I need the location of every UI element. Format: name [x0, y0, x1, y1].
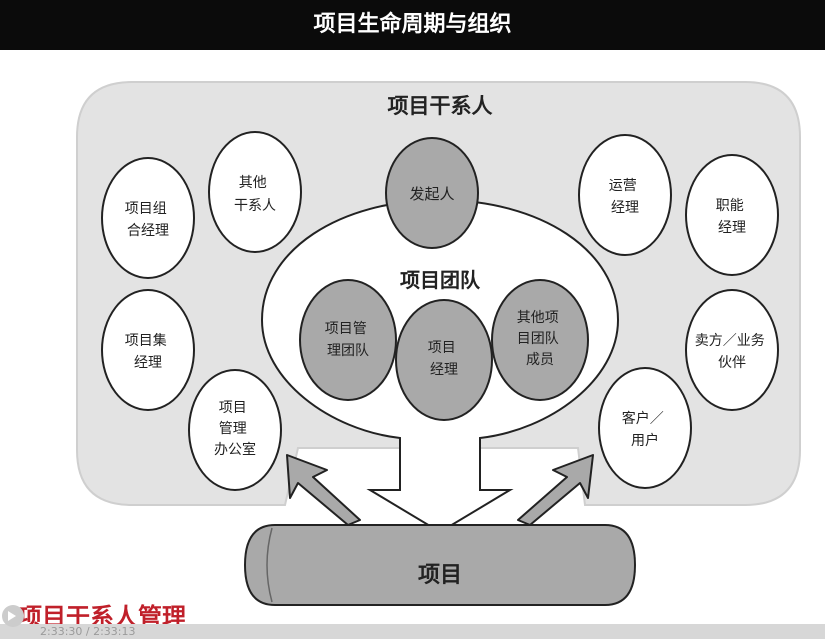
other-members-circle	[491, 279, 589, 401]
play-icon[interactable]	[8, 611, 16, 621]
customers-users-label: 客户／ 用户	[622, 410, 668, 449]
project-label: 项目	[418, 563, 462, 588]
other-stakeholders-circle	[208, 131, 302, 253]
sponsor-circle	[385, 137, 479, 249]
portfolio-manager-line2: 合经理	[127, 223, 169, 239]
left-upward-arrow	[286, 454, 361, 526]
functional-manager-line1: 职能	[716, 198, 744, 214]
operations-manager-line2: 经理	[611, 200, 639, 216]
right-upward-arrow	[517, 454, 594, 526]
project-cylinder-top	[266, 527, 273, 603]
project-manager-label: 项目 经理	[428, 340, 460, 378]
functional-manager-line2: 经理	[718, 220, 746, 236]
program-manager-line1: 项目集	[125, 332, 167, 349]
program-manager-circle	[101, 289, 195, 411]
pm-team-line2: 理团队	[327, 343, 369, 359]
pm-team-circle	[299, 279, 397, 401]
portfolio-manager-line1: 项目组	[125, 201, 167, 217]
portfolio-manager-label: 项目组 合经理	[125, 201, 171, 239]
functional-manager-circle	[685, 154, 779, 276]
other-stakeholders-line2: 干系人	[234, 198, 276, 214]
other-members-label: 其他项 目团队 成员	[517, 310, 563, 368]
project-manager-line1: 项目	[428, 340, 456, 356]
other-members-line3: 成员	[526, 352, 554, 368]
pmo-line3: 办公室	[214, 441, 256, 458]
sellers-partners-line2: 伙伴	[718, 355, 746, 371]
pm-team-line1: 项目管	[325, 321, 367, 337]
pm-team-label: 项目管 理团队	[325, 321, 371, 359]
pmo-label: 项目 管理 办公室	[214, 400, 256, 458]
program-manager-label: 项目集 经理	[125, 332, 171, 371]
page-title: 项目生命周期与组织	[0, 0, 825, 50]
operations-manager-circle	[578, 134, 672, 256]
sellers-partners-circle	[685, 289, 779, 411]
pmo-line2: 管理	[219, 421, 247, 437]
project-cylinder	[243, 524, 637, 606]
team-label: 项目团队	[400, 268, 481, 292]
functional-manager-label: 职能 经理	[716, 198, 748, 236]
time-readout: 2:33:30 / 2:33:13	[40, 625, 136, 638]
sellers-partners-label: 卖方／业务 伙伴	[695, 333, 769, 371]
other-members-line2: 目团队	[517, 331, 559, 347]
stakeholders-label: 项目干系人	[388, 94, 493, 118]
operations-manager-line1: 运营	[609, 178, 637, 194]
project-manager-circle	[395, 299, 493, 421]
other-members-line1: 其他项	[517, 310, 559, 326]
sellers-partners-line1: 卖方／业务	[695, 333, 765, 349]
program-manager-line2: 经理	[134, 355, 162, 371]
operations-manager-label: 运营 经理	[609, 178, 641, 216]
other-stakeholders-label: 其他 干系人	[234, 175, 276, 214]
other-stakeholders-line1: 其他	[239, 175, 267, 191]
customers-users-circle	[598, 367, 692, 489]
portfolio-manager-circle	[101, 157, 195, 279]
video-progress-bar[interactable]: 2:33:30 / 2:33:13	[0, 624, 825, 639]
project-manager-line2: 经理	[430, 362, 458, 378]
sponsor-label: 发起人	[409, 185, 454, 203]
pmo-line1: 项目	[219, 400, 247, 416]
customers-users-line1: 客户／	[622, 410, 664, 427]
pmo-circle	[188, 369, 282, 491]
customers-users-line2: 用户	[631, 432, 659, 449]
